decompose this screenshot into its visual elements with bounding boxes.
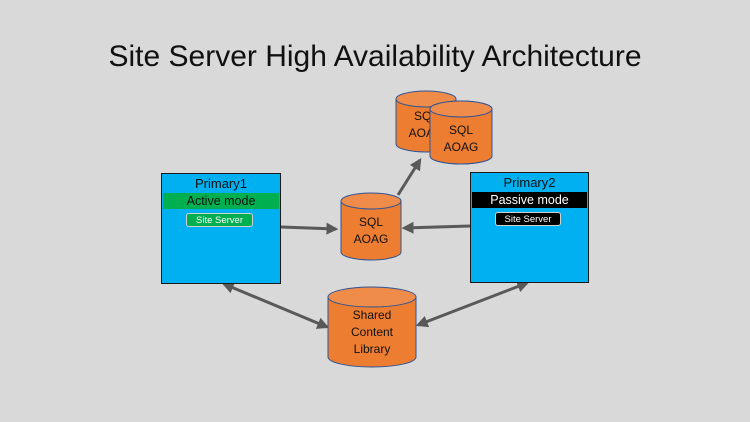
sql-replica-front-line2: AOAG <box>443 140 479 154</box>
primary2-label: Primary2 <box>503 175 556 190</box>
sql-center-cylinder <box>340 192 402 261</box>
content-library-line1: Shared <box>352 308 392 322</box>
content-library-label: Shared Content Library <box>328 307 416 358</box>
sql-center-line1: SQL <box>358 215 383 229</box>
primary2-site-server-badge: Site Server <box>495 212 561 226</box>
primary1-active-mode-bar: Active mode <box>163 193 279 209</box>
primary1-site-server-badge: Site Server <box>186 213 253 227</box>
content-library-line2: Content <box>350 325 394 339</box>
primary2-passive-mode-bar: Passive mode <box>472 192 587 208</box>
arrow-sql-to-replica <box>396 157 422 196</box>
arrow-primary2-library <box>415 280 530 328</box>
primary2-server-box: Primary2 Passive mode Site Server <box>470 172 589 283</box>
arrow-primary1-to-sql <box>280 222 339 235</box>
content-library-line3: Library <box>353 342 391 356</box>
sql-replica-front-label: SQL AOAG <box>430 122 492 156</box>
content-library-cylinder <box>327 286 417 368</box>
sql-center-label: SQL AOAG <box>341 214 401 248</box>
primary1-server-box: Primary1 Active mode Site Server <box>161 173 281 284</box>
sql-replica-front-line1: SQL <box>448 123 473 137</box>
arrow-primary2-to-sql <box>401 221 471 234</box>
primary1-label: Primary1 <box>194 176 247 191</box>
slide-title: Site Server High Availability Architectu… <box>108 40 642 73</box>
arrow-primary1-library <box>221 282 330 329</box>
sql-center-line2: AOAG <box>353 232 389 246</box>
